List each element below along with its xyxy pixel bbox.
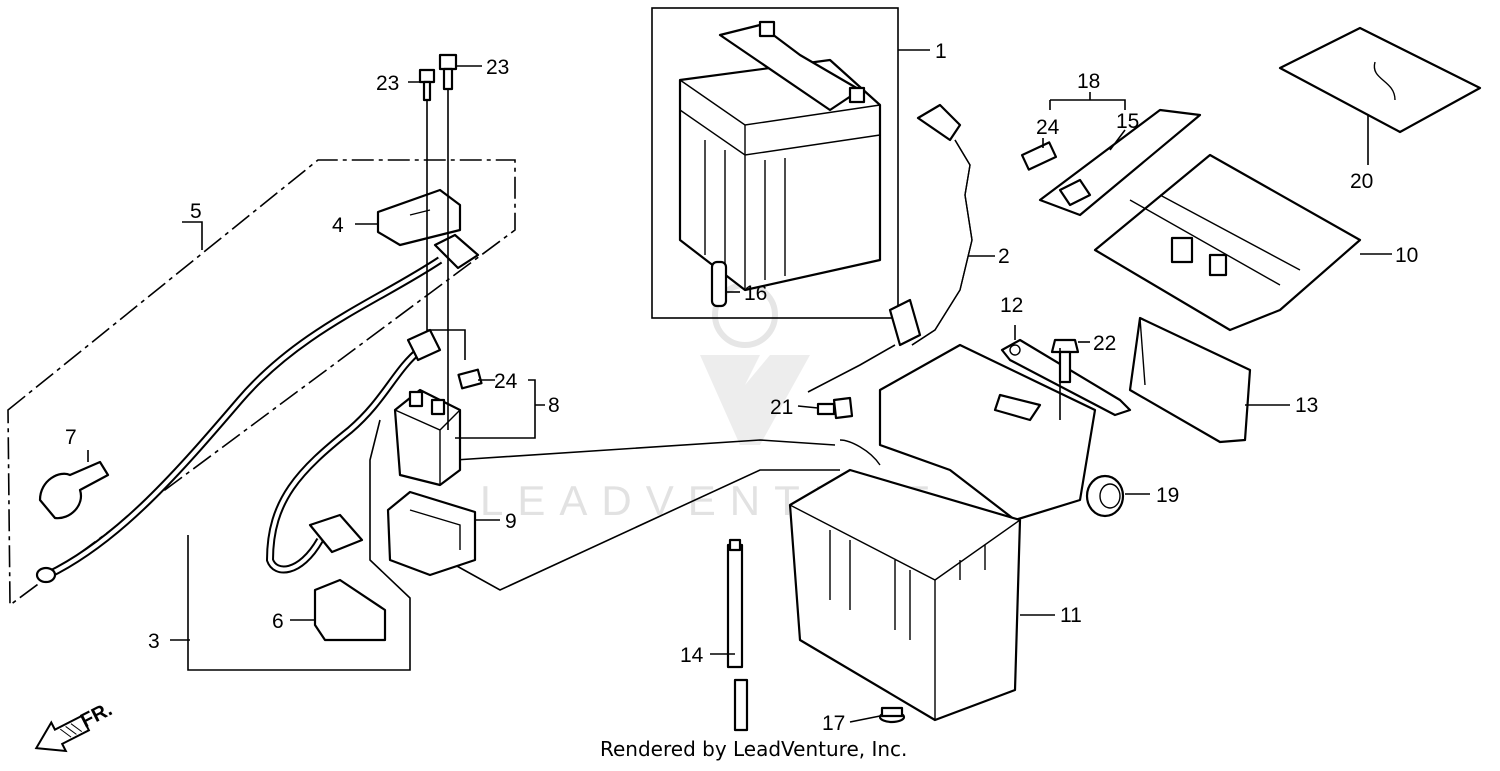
leader-lines [87, 49, 1392, 723]
battery-case [788, 343, 1097, 722]
bolt-21 [816, 396, 854, 420]
battery [678, 20, 882, 292]
callout-13: 13 [1295, 394, 1318, 417]
callout-14: 14 [680, 644, 704, 667]
callout-2: 2 [998, 245, 1010, 268]
callout-9: 9 [505, 510, 517, 533]
callout-19: 19 [1156, 484, 1179, 507]
callout-7: 7 [65, 426, 77, 449]
battery-vent-tube [710, 260, 728, 308]
grommet [1085, 474, 1125, 518]
battery-cover [1093, 153, 1362, 332]
leader-sheet-outline [454, 439, 840, 591]
callout-23-right: 23 [486, 56, 509, 79]
callout-18: 18 [1077, 70, 1100, 93]
positive-cable-group-outline [7, 159, 516, 607]
screw-23-left [418, 68, 436, 102]
negative-cable [888, 103, 973, 347]
callout-20: 20 [1350, 170, 1373, 193]
starter-cable-group-outline [187, 419, 411, 671]
terminal-cover-6 [313, 578, 387, 642]
callout-15: 15 [1116, 110, 1139, 133]
callout-12: 12 [1000, 294, 1023, 317]
starter-cable [265, 328, 442, 574]
front-direction-arrow-icon [34, 714, 91, 753]
callout-21: 21 [770, 396, 793, 419]
relay-cover [386, 490, 477, 577]
terminal-cap [38, 460, 110, 520]
callout-1: 1 [935, 40, 947, 63]
breather-tube [726, 538, 749, 732]
callout-10: 10 [1395, 244, 1418, 267]
starter-relay [393, 388, 462, 487]
spare-fuse-right [1020, 141, 1058, 171]
callout-11: 11 [1060, 604, 1082, 627]
battery-band [1038, 108, 1202, 217]
callout-16: 16 [744, 282, 767, 305]
render-credit: Rendered by LeadVenture, Inc. [600, 737, 907, 761]
battery-holder [1128, 316, 1252, 444]
screw-23-right [438, 53, 458, 91]
callout-23-left: 23 [376, 72, 399, 95]
screw-leader-lines [426, 90, 466, 430]
callout-5: 5 [190, 200, 202, 223]
callout-22: 22 [1093, 332, 1116, 355]
callout-24-left: 24 [494, 370, 518, 393]
callout-3: 3 [148, 630, 160, 653]
spare-fuse-left [457, 368, 483, 390]
rubber-cap [878, 706, 906, 724]
callout-8: 8 [548, 394, 560, 417]
callout-17: 17 [822, 712, 845, 735]
bolt-22 [1050, 338, 1080, 384]
callout-24-right: 24 [1036, 116, 1060, 139]
owners-manual [1278, 26, 1482, 134]
callout-6: 6 [272, 610, 284, 633]
callout-4: 4 [332, 214, 344, 237]
battery-group-box [651, 7, 899, 319]
